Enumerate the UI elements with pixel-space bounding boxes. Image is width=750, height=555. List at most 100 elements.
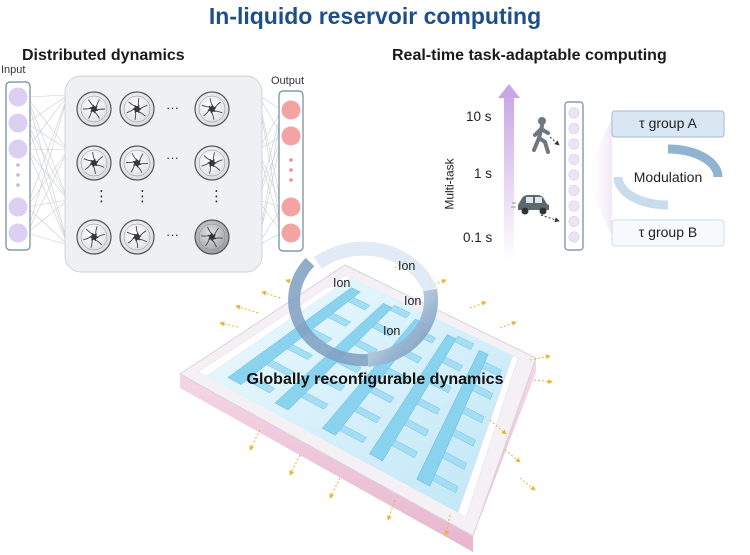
electrode-strip <box>327 312 352 327</box>
network-diagram <box>5 75 304 273</box>
current-arrow <box>519 477 536 491</box>
input-connection <box>26 148 69 151</box>
tau-group-a-box <box>611 110 725 138</box>
modulation-arc-bottom <box>613 176 669 210</box>
input-connection <box>26 149 69 234</box>
electrode-strip <box>416 349 489 487</box>
ion-flow-arc-left <box>288 257 369 367</box>
electrode-strip <box>432 473 459 494</box>
readout-node <box>568 123 580 135</box>
timescale-axis <box>504 94 514 260</box>
input-ellipsis-dot <box>16 183 20 187</box>
electrode-strip <box>339 424 367 444</box>
walking-person-icon <box>532 117 550 154</box>
reservoir-cell <box>119 145 155 181</box>
current-arrow <box>489 419 507 435</box>
reservoir-ellipsis-col-3: ⋮ <box>209 188 224 205</box>
input-ellipsis-dot <box>16 173 20 177</box>
current-arrow <box>289 454 301 476</box>
input-node <box>8 87 28 107</box>
car-icon <box>511 195 549 215</box>
input-nodes <box>8 87 28 243</box>
reservoir-ellipsis-col-2: ⋮ <box>135 188 150 205</box>
reservoir-cell <box>76 145 112 181</box>
ion-label-3: Ion <box>404 294 422 308</box>
electrode-strip <box>371 322 395 337</box>
input-connection <box>26 94 69 234</box>
current-arrow <box>261 290 281 299</box>
chip-caption: Globally reconfigurable dynamics <box>246 371 504 388</box>
task-panel <box>498 84 725 260</box>
input-connection <box>26 122 69 201</box>
output-ellipsis-dot <box>289 158 293 162</box>
electrode-strip <box>454 335 475 350</box>
electrode-strip <box>391 439 418 459</box>
reservoir-cell <box>76 219 112 255</box>
reservoir-cell <box>194 219 230 255</box>
current-arrow <box>429 279 447 287</box>
input-connection <box>26 199 69 234</box>
output-ellipsis-dot <box>289 178 293 182</box>
input-label: Input <box>1 64 26 76</box>
electrode-strip <box>389 305 411 319</box>
modulation-arc-top <box>667 144 723 178</box>
output-node <box>281 223 301 243</box>
output-node <box>281 197 301 217</box>
input-node <box>8 223 28 243</box>
current-arrow <box>504 449 521 463</box>
readout-node <box>568 216 580 228</box>
input-connection <box>26 206 69 246</box>
input-connection <box>26 96 69 151</box>
input-connection <box>26 149 69 208</box>
readout-node <box>568 231 580 243</box>
input-connection <box>26 94 69 98</box>
input-connection <box>26 96 69 246</box>
output-label: Output <box>271 75 305 87</box>
output-ellipsis-dot <box>289 168 293 172</box>
input-connection <box>26 122 69 246</box>
reservoir-cell <box>194 145 230 181</box>
reservoir-cell <box>119 91 155 127</box>
current-arrow <box>444 514 451 536</box>
current-arrow <box>329 477 341 499</box>
electrode-strip <box>245 375 276 394</box>
readout-node <box>568 154 580 166</box>
current-arrow <box>469 301 487 309</box>
electrode-strip <box>318 374 346 392</box>
reservoir-ellipsis-col-1: ⋮ <box>94 188 109 205</box>
right-panel-heading: Real-time task-adaptable computing <box>392 47 667 64</box>
current-arrow <box>533 379 553 385</box>
current-arrow <box>529 354 551 361</box>
electrode-strip <box>353 339 378 355</box>
reservoir-ellipsis-row-2: ··· <box>166 150 179 165</box>
reservoir-ellipsis-row-1: ··· <box>166 100 179 115</box>
electrode-strip <box>416 398 441 415</box>
tau-group-b-box <box>611 219 725 247</box>
electrode-strip <box>457 355 519 518</box>
chip-device <box>179 241 553 552</box>
reservoir-cell <box>119 219 155 255</box>
input-node <box>8 197 28 217</box>
reservoir-cells <box>76 91 230 255</box>
reservoir-cell <box>194 91 230 127</box>
electrode-strip <box>441 356 463 372</box>
input-connection <box>26 199 69 208</box>
reservoir-cell <box>76 91 112 127</box>
readout-nodes <box>568 107 580 243</box>
ion-label-4: Ion <box>383 324 401 338</box>
electrode-strip <box>354 405 381 424</box>
current-arrow <box>235 304 259 314</box>
electrode-strip <box>471 384 493 400</box>
electrode-strip <box>286 344 314 360</box>
tick-label-10s: 10 s <box>466 109 492 124</box>
current-arrow <box>387 499 396 521</box>
input-connection <box>26 148 69 201</box>
output-nodes <box>281 100 301 243</box>
projection-cone <box>584 118 612 236</box>
connection-lines <box>26 94 283 246</box>
current-arrow <box>499 321 517 329</box>
tau-group-a-label: τ group A <box>639 115 697 131</box>
current-arrow <box>285 279 301 286</box>
left-panel-heading: Distributed dynamics <box>22 47 185 64</box>
